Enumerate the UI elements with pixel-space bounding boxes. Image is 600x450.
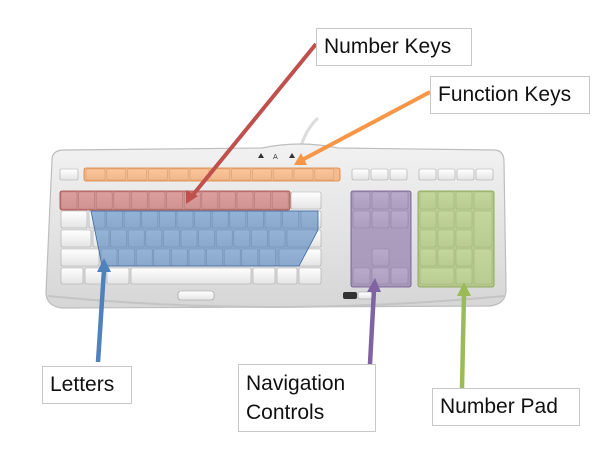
letters-arrow bbox=[95, 258, 111, 363]
ctrl-key bbox=[60, 267, 84, 285]
number-keys-label: Number Keys bbox=[316, 28, 472, 66]
ctrl-key bbox=[298, 267, 322, 285]
media-key bbox=[351, 168, 370, 181]
spacebar-key bbox=[130, 267, 252, 285]
number-pad-region bbox=[417, 190, 495, 288]
letters-label: Letters bbox=[42, 366, 132, 404]
alt-key bbox=[106, 267, 130, 285]
media-key bbox=[370, 168, 389, 181]
letters-region bbox=[90, 210, 319, 267]
media-key-row bbox=[351, 168, 494, 181]
left-shift-key bbox=[60, 248, 100, 267]
number-keys-arrow bbox=[186, 42, 318, 204]
svg-text:A: A bbox=[273, 153, 278, 161]
navigation-label-line2: Controls bbox=[246, 401, 325, 424]
media-key bbox=[437, 168, 456, 181]
media-key bbox=[475, 168, 494, 181]
alt-key bbox=[252, 267, 276, 285]
escape-key bbox=[59, 168, 79, 181]
top-indicator-icons: A bbox=[258, 153, 295, 161]
number-keys-region bbox=[59, 190, 291, 211]
bottom-left-button bbox=[343, 292, 357, 299]
bottom-scroll-button bbox=[177, 290, 215, 301]
caps-lock-key bbox=[60, 229, 92, 248]
number-pad-arrow bbox=[457, 282, 471, 389]
navigation-controls-region bbox=[350, 190, 412, 288]
backspace-key bbox=[290, 191, 322, 210]
menu-key bbox=[276, 267, 298, 285]
number-pad-label: Number Pad bbox=[432, 388, 580, 426]
navigation-controls-label: Navigation Controls bbox=[238, 364, 376, 432]
media-key bbox=[418, 168, 437, 181]
media-key bbox=[456, 168, 475, 181]
media-key bbox=[389, 168, 408, 181]
navigation-label-line1: Navigation bbox=[246, 372, 346, 395]
function-keys-label: Function Keys bbox=[430, 76, 590, 114]
function-keys-arrow bbox=[294, 90, 431, 165]
bottom-right-button bbox=[357, 291, 373, 300]
tab-key bbox=[60, 210, 88, 229]
